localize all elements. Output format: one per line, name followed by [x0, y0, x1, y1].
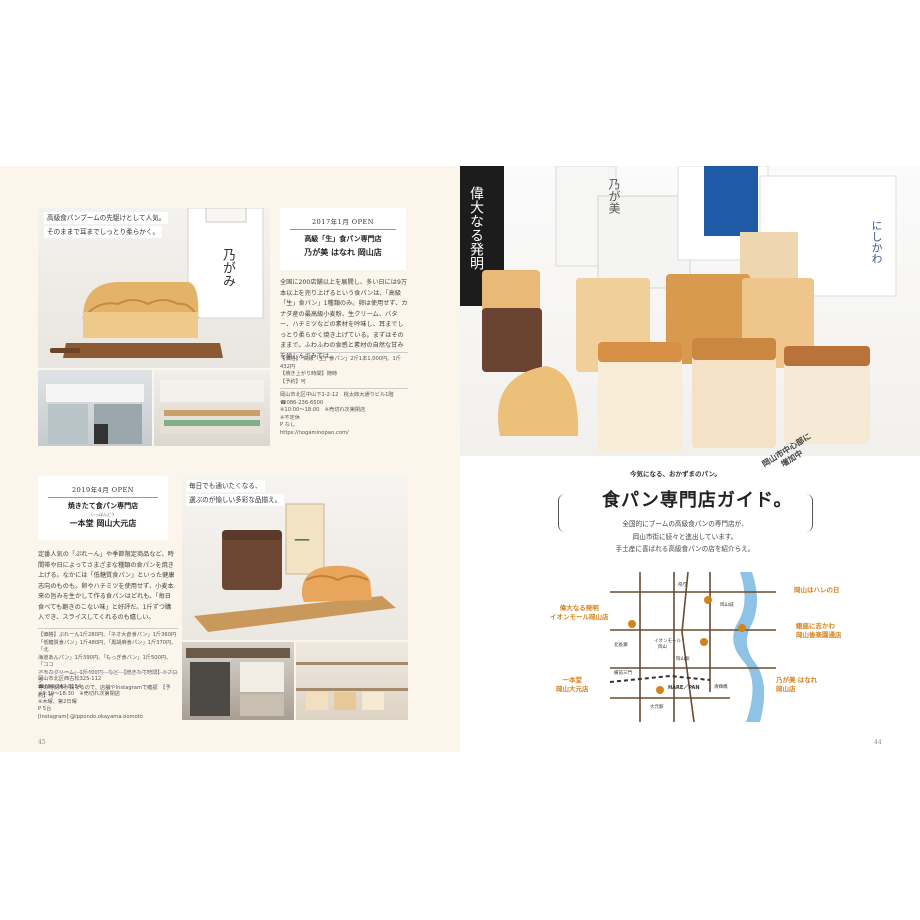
map-label-okayama: 岡山	[658, 645, 667, 650]
lede-line: 岡山市街に続々と進出しています。	[632, 532, 738, 541]
address-ippondo: 岡山市北区西古松325-112 ☎086-242-3154 ※9:30〜18:3…	[38, 672, 178, 721]
map-label-aeon: イオンモール	[654, 639, 681, 644]
area-map: 県庁 岡山城 イオンモール 岡山 岡山駅 大元駅 HARE／PAN 北長瀬 清輝…	[609, 571, 776, 723]
bag-logo-text: 乃がみ	[220, 248, 235, 287]
magazine-spread: 乃がみ 高級食パンブームの先駆けとして人気。 そのままで耳までしっとり柔らかく。…	[0, 166, 920, 752]
shop-card-nogami: 2017年1月 OPEN 高級「生」食パン専門店 乃が美 はなれ 岡山店	[280, 208, 406, 270]
map-label-kitanagase: 北長瀬	[614, 643, 628, 648]
lede-line: 全国的にブームの高級食パンの専門店が、	[622, 520, 748, 528]
callout-line: 偉大なる発明	[559, 604, 599, 612]
addr2-line: [Instagram] @ippondo.okayama.oomoto	[38, 713, 143, 720]
addr1-line: 岡山市北区中山下1-2-12 桃太郎大通りビル1階	[280, 392, 394, 398]
photo-ippondo-shelves	[296, 642, 408, 720]
bracket-right	[806, 494, 813, 532]
map-label-bizen: 備前三門	[614, 671, 632, 676]
map-callout-ippondo: 一本堂 岡山大元店	[556, 676, 589, 694]
info2-line: 海道あんパン」1斤390円、「もっぎ食パン」1斤500円、「ココ	[38, 654, 172, 669]
map-callout-idainaru: 偉大なる発明 イオンモール岡山店	[550, 604, 609, 622]
card2-rule	[48, 497, 158, 498]
info1-line: 【価格】「高級「生」食パン」2斤1本1,000円、1斤432円	[280, 356, 401, 370]
bag-text-nishikawa: にしかわ	[870, 220, 883, 264]
callout-line: 岡山店	[776, 685, 796, 693]
tagline: 今気になる、おかずまのパン。	[630, 470, 721, 478]
shop-card-ippondo: 2019年4月 OPEN 焼きたて食パン専門店 いっぽんどう 一本堂 岡山大元店	[38, 476, 168, 540]
photo-hero-breads: 偉大なる発明 乃が美 にしかわ	[460, 166, 920, 456]
map-label-seikibashi: 清輝橋	[714, 685, 728, 690]
right-page: 偉大なる発明 乃が美 にしかわ 岡山市中心部に 増加中 今気になる、おかずまのパ…	[460, 166, 920, 752]
card2-ruby: いっぽんどう	[91, 512, 115, 517]
addr1-line: https://nogaminopan.com/	[280, 429, 349, 436]
callout-line: 岡山後楽園通店	[796, 631, 842, 639]
svg-text:一: 一	[294, 531, 310, 550]
info-nogami: 【価格】「高級「生」食パン」2斤1本1,000円、1斤432円 【焼き上がり時間…	[280, 352, 408, 386]
card2-shop-name: 一本堂 岡山大元店	[69, 519, 137, 528]
card1-category: 高級「生」食パン専門店	[304, 235, 382, 243]
info1-line: 【焼き上がり時間】随時	[280, 371, 338, 378]
photo-ippondo-storefront	[182, 642, 294, 720]
addr2-line: ※木曜、第2日曜	[38, 698, 77, 705]
photo-nogami-bread: 乃がみ 高級食パンブームの先駆けとして人気。 そのままで耳までしっとり柔らかく。	[38, 208, 270, 368]
photo-storefront-a	[38, 370, 152, 446]
callout-line: 乃が美 はなれ	[776, 676, 818, 684]
callout-line: 一本堂	[562, 676, 583, 684]
page-number-left: 45	[38, 739, 46, 746]
lede: 全国的にブームの高級食パンの専門店が、 岡山市街に続々と進出しています。 手土産…	[580, 518, 790, 556]
map-callout-harenohi: 岡山はハレの日	[794, 586, 840, 595]
addr1-line: ☎086-236-6500	[280, 399, 324, 406]
photo2-caption-line1: 毎日でも通いたくなる、	[186, 480, 265, 492]
addr2-line: 岡山市北区西古松325-112	[38, 676, 102, 682]
addr2-line: P 5台	[38, 706, 52, 712]
card1-rule	[290, 229, 396, 230]
photo1-caption-line2: そのままで耳までしっとり柔らかく。	[44, 226, 163, 238]
map-label-castle: 岡山城	[720, 603, 734, 608]
info2-line: 等の時間帯が異なるので、店舗やInstagramで確認 【予約】可	[38, 685, 171, 699]
page-number-right: 44	[874, 739, 882, 746]
photo-storefront-b	[154, 370, 270, 446]
address-nogami: 岡山市北区中山下1-2-12 桃太郎大通りビル1階 ☎086-236-6500 …	[280, 388, 408, 437]
info2-line: 【価格】ぷれーん1斤280円、「ネオ大倉食パン」1斤360円	[38, 632, 177, 638]
map-label-kencho: 県庁	[678, 583, 687, 588]
addr2-line: ☎086-242-3154	[38, 683, 82, 690]
addr1-line: ※不定休	[280, 414, 300, 421]
card1-date: 2017年1月 OPEN	[312, 218, 374, 226]
card2-date: 2019年4月 OPEN	[72, 486, 134, 494]
addr2-line: ※9:30〜18:30 ※売切れ次第閉店	[38, 691, 120, 697]
map-callout-nogami: 乃が美 はなれ 岡山店	[776, 676, 817, 694]
addr1-line: P なし	[280, 422, 296, 428]
headline: 食パン専門店ガイド。	[602, 490, 793, 511]
left-page: 乃がみ 高級食パンブームの先駆けとして人気。 そのままで耳までしっとり柔らかく。…	[0, 166, 460, 752]
lede-line: 手土産に喜ばれる高級食パンの店を紹介らえ。	[615, 545, 755, 553]
map-label-station: 岡山駅	[676, 657, 690, 662]
info2-line: 「低糖質食パン」1斤480円、「黒胡麻食パン」1斤370円、「北	[38, 639, 177, 654]
body-text-ippondo: 定番人気の「ぷれーん」や季節限定商品など、時間帯や日によってさまざまな種類の食パ…	[38, 551, 175, 621]
addr1-line: ※10:00〜18:00 ※売切れ次第閉店	[280, 407, 366, 413]
info1-line: 【予約】可	[280, 378, 306, 385]
photo-ippondo-breads: 一 毎日でも通いたくなる、 選ぶのが愉しい多彩な品揃え。	[182, 476, 408, 640]
callout-line: イオンモール岡山店	[550, 613, 609, 621]
photo2-caption-line2: 選ぶのが愉しい多彩な品揃え。	[186, 494, 285, 506]
card2-category: 焼きたて食パン専門店	[67, 502, 139, 510]
callout-line: 銀座に志かわ	[796, 622, 835, 630]
bag-text-nogami: 乃が美	[607, 178, 621, 214]
bag-text-idainaru: 偉大なる発明	[468, 186, 484, 270]
map-label-harepan: HARE／PAN	[668, 685, 700, 691]
bracket-left	[558, 494, 565, 532]
map-callout-nishikawa: 銀座に志かわ 岡山後楽園通店	[796, 622, 842, 640]
card1-shop-name: 乃が美 はなれ 岡山店	[304, 248, 382, 257]
callout-line: 岡山はハレの日	[794, 586, 840, 594]
callout-line: 岡山大元店	[556, 685, 589, 693]
map-label-omoto: 大元駅	[650, 705, 664, 710]
photo1-caption-line1: 高級食パンブームの先駆けとして人気。	[44, 212, 169, 224]
body-text-nogami: 全国に200店舗以上を展開し、多い日には9万本以上を売り上げるという食パンは、「…	[280, 279, 408, 360]
